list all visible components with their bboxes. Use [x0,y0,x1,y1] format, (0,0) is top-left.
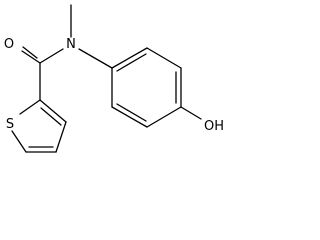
bond-n-aryl [78,48,113,69]
bond-phenyl-c1-c2 [111,47,148,69]
atom-label-thiophene-sulfur: S [6,117,14,132]
bond-phenyl-hydroxyl [180,106,202,120]
bond-thiophene-c2-s [19,99,41,115]
atom-label-carbonyl-oxygen: O [4,37,14,52]
bond-carbonyl-double-2 [22,46,38,59]
structure-diagram: O N S OH [4,4,224,153]
bond-thiophene-c3-c2-inner [40,107,62,126]
bond-phenyl-c2-c3 [146,47,182,69]
bond-phenyl-c4-c5 [146,106,182,128]
atom-label-amide-nitrogen: N [66,37,76,52]
bond-thiophene-c3-c2 [39,99,67,123]
bond-n-carbonyl [39,48,64,64]
bond-phenyl-c5-c6 [111,106,148,128]
molecule-drawing: O N S OH [4,4,224,153]
bond-phenyl-c1-c2-inner [116,53,147,72]
bond-thiophene-c4-c3 [55,121,67,153]
atom-label-hydroxyl: OH [204,119,224,134]
bond-carbonyl-double-1 [21,50,41,64]
bond-thiophene-s-c5 [11,130,27,153]
bond-phenyl-c5-c6-inner [116,103,147,122]
